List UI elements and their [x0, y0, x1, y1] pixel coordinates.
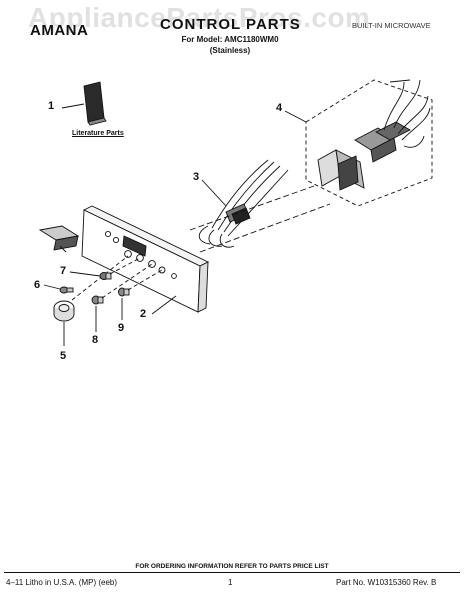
- leader-7: [69, 271, 101, 277]
- callout-9: 9: [118, 322, 125, 334]
- button-8: [91, 295, 104, 305]
- litho-info: 4–11 Litho in U.S.A. (MP) (eeb): [6, 578, 118, 587]
- button-9: [118, 287, 130, 297]
- callout-3: 3: [193, 171, 200, 183]
- leader-2: [151, 295, 177, 315]
- callout-6: 6: [34, 279, 41, 291]
- model-subtitle: For Model: AMC1180WM0 (Stainless): [150, 34, 310, 56]
- product-category: BUILT-IN MICROWAVE: [352, 21, 431, 30]
- page-title: CONTROL PARTS: [160, 16, 301, 33]
- footer-divider: [4, 572, 460, 573]
- relay-switch-assembly: [317, 79, 431, 191]
- alignment-line-2: [199, 203, 331, 253]
- wire-harness: [198, 159, 289, 248]
- callout-2: 2: [140, 308, 147, 320]
- watermark: AppliancePartsPros.com: [28, 2, 371, 33]
- brand-logo: AMANA: [30, 22, 89, 39]
- leader-6: [43, 284, 61, 290]
- callout-8: 8: [92, 334, 99, 346]
- literature-parts-label: Literature Parts: [72, 130, 124, 137]
- group-box-4: [305, 79, 433, 207]
- alignment-line-knob: [71, 255, 129, 301]
- leader-3: [201, 179, 227, 207]
- leader-4: [284, 110, 307, 123]
- control-panel: [81, 205, 210, 313]
- page-number: 1: [228, 578, 233, 587]
- panel-bracket: [38, 225, 80, 253]
- leader-1: [61, 103, 85, 109]
- knob: [53, 300, 75, 322]
- ordering-note: FOR ORDERING INFORMATION REFER TO PARTS …: [135, 563, 329, 570]
- callout-1: 1: [48, 100, 55, 112]
- literature-booklet: [83, 81, 107, 126]
- model-line: For Model: AMC1180WM0: [181, 35, 279, 44]
- alignment-line-8: [101, 263, 153, 299]
- alignment-line-1: [189, 185, 315, 231]
- screw-6: [59, 286, 74, 294]
- callout-4: 4: [276, 102, 283, 114]
- callout-7: 7: [60, 265, 67, 277]
- part-number: Part No. W10315360 Rev. B: [336, 578, 437, 587]
- button-7: [99, 272, 112, 280]
- alignment-line-7: [109, 257, 141, 275]
- finish-line: (Stainless): [209, 46, 251, 55]
- callout-5: 5: [60, 350, 67, 362]
